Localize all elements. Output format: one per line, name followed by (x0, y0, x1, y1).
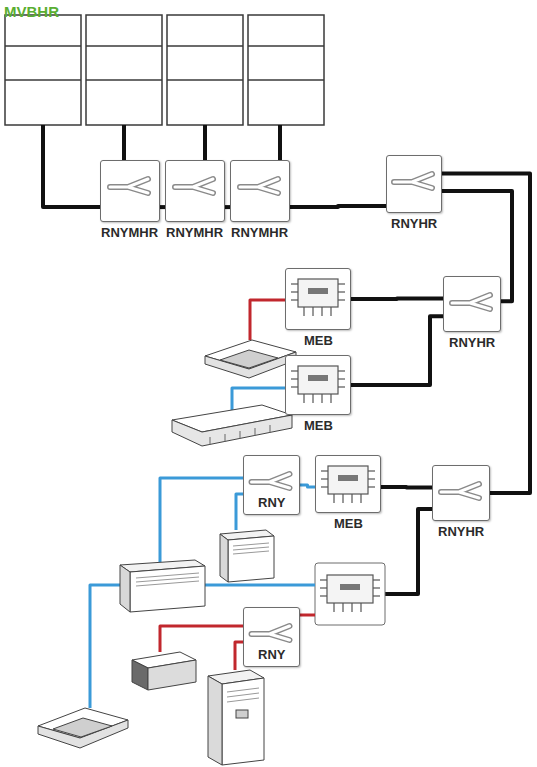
branch-joint-box: RNYHR (443, 276, 501, 332)
pipe-connector (442, 174, 530, 493)
outdoor-pipes (43, 125, 432, 594)
meb-box: MEB (315, 455, 381, 513)
meb-symbol (316, 456, 380, 512)
diagram-title: MVBHR (4, 3, 59, 21)
part-label: RNYHR (438, 524, 484, 539)
part-label: RNYHR (449, 335, 495, 350)
part-label: RNYMHR (231, 225, 288, 240)
meb-symbol (286, 356, 350, 414)
pipe-connector (351, 316, 443, 385)
pipe-connector (300, 485, 315, 487)
part-label: RNY (258, 495, 285, 510)
branch-pipe-symbol (101, 161, 159, 221)
meb-box: MEB (285, 355, 351, 415)
branch-pipe-symbol (231, 161, 289, 221)
branch-joint-box: RNYMHR (100, 160, 160, 222)
part-label: RNYMHR (101, 225, 158, 240)
indoor-units (38, 340, 296, 765)
branch-pipe-symbol (387, 156, 441, 212)
pipe-connector (351, 296, 443, 301)
part-label: RNYMHR (166, 225, 223, 240)
pipe-connector (381, 485, 432, 490)
meb-box (315, 563, 385, 625)
branch-joint-box: RNYHR (432, 465, 490, 521)
pipe-connector (290, 206, 386, 207)
branch-joint-box: RNYMHR (165, 160, 225, 222)
branch-joint-box: RNYMHR (230, 160, 290, 222)
part-label: MEB (304, 418, 333, 433)
branch-pipe-symbol (166, 161, 224, 221)
part-label: MEB (334, 516, 363, 531)
meb-symbol (286, 269, 350, 329)
part-label: RNYHR (391, 216, 437, 231)
meb-box: MEB (285, 268, 351, 330)
part-label: RNY (258, 647, 285, 662)
branch-pipe-symbol (433, 466, 489, 520)
branch-pipe-symbol (444, 277, 500, 331)
branch-joint-box: RNY (243, 455, 300, 515)
branch-joint-box: RNYHR (386, 155, 442, 213)
part-label: MEB (304, 333, 333, 348)
branch-joint-box: RNY (243, 607, 300, 667)
indoor-pipes (90, 300, 315, 708)
outdoor-units (5, 15, 324, 125)
